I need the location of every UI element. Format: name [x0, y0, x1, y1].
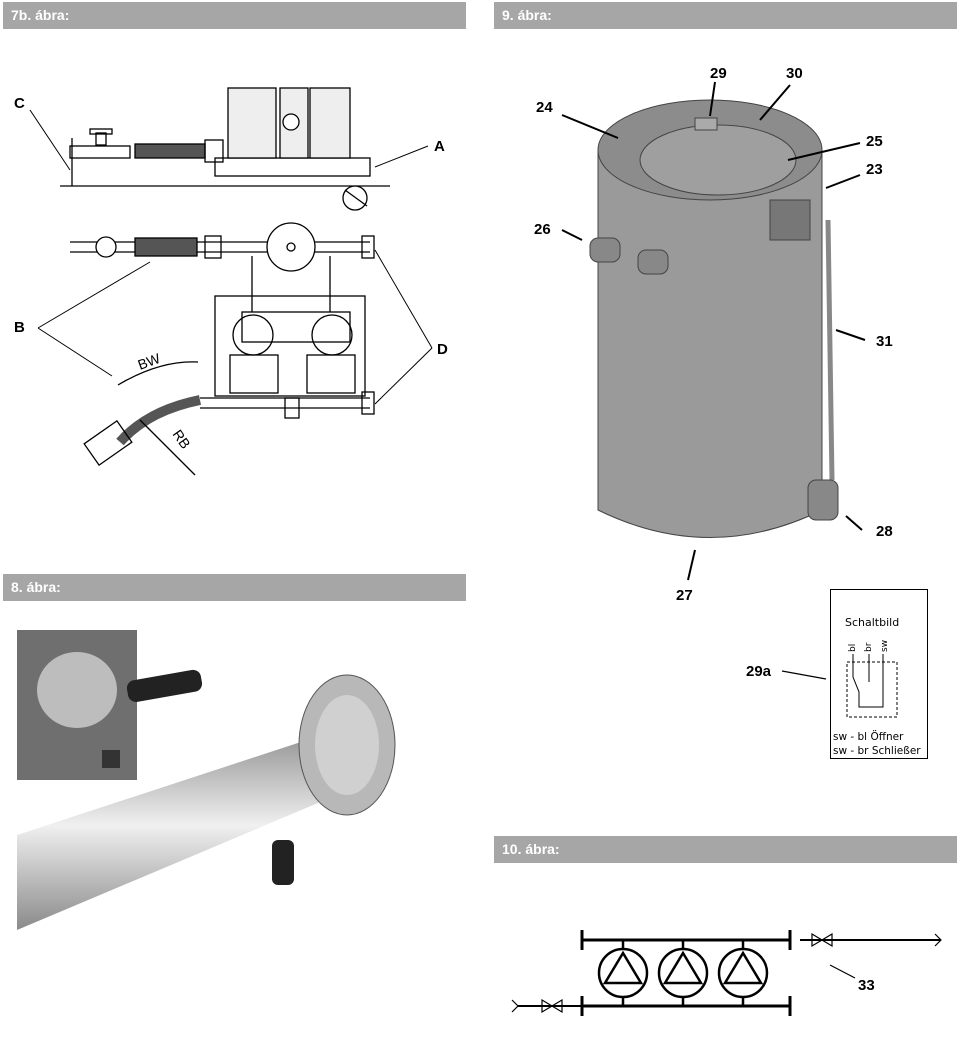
label-b: B [14, 319, 25, 336]
fig9-header: 9. ábra: [494, 2, 957, 29]
wiring-legend-opener: sw - bl Öffner [833, 731, 904, 743]
tank-drawing: 24 29 30 25 23 26 31 28 27 [534, 65, 893, 604]
pipe-connection-photo [17, 630, 400, 930]
callout-30: 30 [786, 65, 803, 82]
fig10-header: 10. ábra: [494, 836, 957, 863]
callout-33: 33 [858, 977, 875, 994]
fig7b-header: 7b. ábra: [3, 2, 466, 29]
callout-29: 29 [710, 65, 727, 82]
wiring-diagram-title: Schaltbild [845, 616, 900, 629]
fig8-header: 8. ábra: [3, 574, 466, 601]
label-rb: RB [170, 427, 194, 452]
wire-br: br [864, 642, 874, 652]
callout-25: 25 [866, 133, 883, 150]
label-a: A [434, 138, 445, 155]
wire-sw: sw [880, 640, 890, 652]
pump-installation-drawing: C A B D BW RB [14, 87, 448, 476]
label-bw: BW [136, 350, 163, 373]
callout-29a-arrow [781, 670, 827, 680]
wiring-diagram-box: Schaltbild bl br sw sw - bl Öffner sw - … [830, 589, 928, 759]
wiring-schematic: bl br sw [846, 640, 898, 718]
wire-bl: bl [848, 644, 858, 652]
callout-23: 23 [866, 161, 883, 178]
callout-26: 26 [534, 221, 551, 238]
label-d: D [437, 341, 448, 358]
callout-28: 28 [876, 523, 893, 540]
callout-27: 27 [676, 587, 693, 604]
callout-24: 24 [536, 99, 553, 116]
label-c: C [14, 95, 25, 112]
callout-31: 31 [876, 333, 893, 350]
wiring-legend-closer: sw - br Schließer [833, 745, 921, 757]
callout-29a: 29a [746, 663, 772, 680]
pump-schematic: 33 [511, 930, 942, 1016]
